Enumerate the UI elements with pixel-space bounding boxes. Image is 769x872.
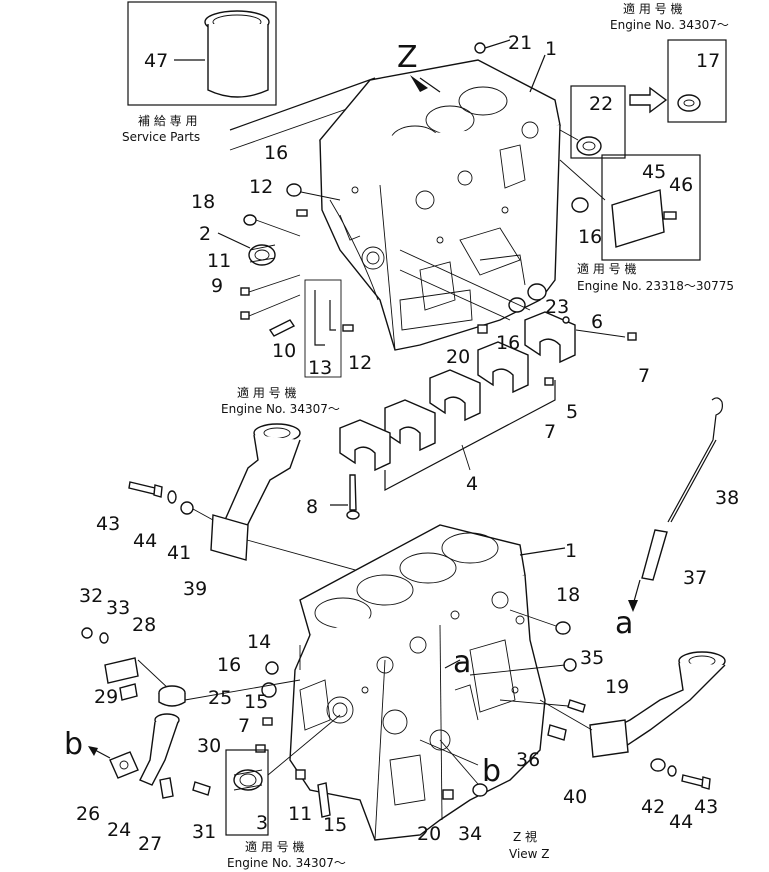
- part-number: 27: [138, 833, 162, 855]
- part-number: 17: [696, 50, 720, 72]
- part-number: 15: [244, 691, 268, 713]
- part-number: 19: [605, 676, 629, 698]
- engine-no-mid: Engine No. 34307～: [221, 402, 340, 416]
- part-number: 36: [516, 749, 540, 771]
- callout-b-left: b: [64, 727, 83, 762]
- part-number: 1: [545, 38, 557, 60]
- top-right-boxes: [559, 39, 727, 261]
- part-number: 14: [247, 631, 271, 653]
- part-number: 47: [144, 50, 168, 72]
- part-number: 44: [133, 530, 157, 552]
- part-number: 2: [199, 223, 211, 245]
- engine-no-range: Engine No. 23318～30775: [577, 279, 734, 293]
- part-number: 25: [208, 687, 232, 709]
- oil-filler-assembly: [81, 627, 301, 799]
- part-number: 7: [238, 715, 250, 737]
- part-number: 5: [566, 401, 578, 423]
- text-notes: 補 給 専 用 Service Parts 適 用 号 機 Engine No.…: [122, 1, 734, 870]
- bearing-caps: [330, 311, 637, 520]
- part-number: 12: [249, 176, 273, 198]
- part-number: 11: [207, 250, 231, 272]
- letter-callouts: Z a a b b: [64, 40, 633, 789]
- part-number: 11: [288, 803, 312, 825]
- part-number: 8: [306, 496, 318, 518]
- service-parts-en: Service Parts: [122, 130, 200, 144]
- part-number: 16: [217, 654, 241, 676]
- part-number: 42: [641, 796, 665, 818]
- part-number: 43: [96, 513, 120, 535]
- part-number: 7: [638, 365, 650, 387]
- part-number: 3: [256, 812, 268, 834]
- part-number: 20: [417, 823, 441, 845]
- part-number: 10: [272, 340, 296, 362]
- part-number: 13: [308, 357, 332, 379]
- oil-pipe-left: [128, 423, 501, 611]
- part-number: 26: [76, 803, 100, 825]
- part-number: 24: [107, 819, 131, 841]
- part-number: 7: [544, 421, 556, 443]
- part-number: 4: [466, 473, 478, 495]
- part-number: 9: [211, 275, 223, 297]
- part-number: 44: [669, 811, 693, 833]
- part-number: 18: [556, 584, 580, 606]
- part-number: 32: [79, 585, 103, 607]
- part-number: 46: [669, 174, 693, 196]
- part-number: 43: [694, 796, 718, 818]
- oil-pipe-right: [539, 651, 726, 790]
- part-number: 16: [264, 142, 288, 164]
- view-z-jp: Z 視: [513, 829, 537, 844]
- applic-jp-mid: 適 用 号 機: [237, 385, 296, 400]
- part-number: 20: [446, 346, 470, 368]
- part-number: 35: [580, 647, 604, 669]
- part-number: 18: [191, 191, 215, 213]
- service-parts-jp: 補 給 専 用: [138, 114, 197, 128]
- applic-jp-right: 適 用 号 機: [577, 261, 636, 276]
- engine-no-bottom: Engine No. 34307～: [227, 856, 346, 870]
- callout-a-center: a: [453, 645, 471, 680]
- part-number: 6: [591, 311, 603, 333]
- part-number: 33: [106, 597, 130, 619]
- lower-engine-block: [289, 524, 566, 841]
- part-number: 30: [197, 735, 221, 757]
- part-number: 1: [565, 540, 577, 562]
- part-number: 37: [683, 567, 707, 589]
- part-number: 21: [508, 32, 532, 54]
- applic-jp-top: 適 用 号 機: [623, 1, 682, 16]
- part-number: 39: [183, 578, 207, 600]
- part-number: 12: [348, 352, 372, 374]
- callout-b-right: b: [482, 754, 501, 789]
- part-number: 16: [578, 226, 602, 248]
- dipstick: [628, 397, 723, 612]
- part-number: 28: [132, 614, 156, 636]
- part-number: 40: [563, 786, 587, 808]
- part-number: 15: [323, 814, 347, 836]
- part-number: 38: [715, 487, 739, 509]
- part-number: 41: [167, 542, 191, 564]
- upper-engine-block: [319, 39, 561, 351]
- callout-a-right: a: [615, 606, 633, 641]
- part-number: 45: [642, 161, 666, 183]
- view-z-letter: Z: [397, 40, 418, 75]
- engine-no-top: Engine No. 34307～: [610, 18, 729, 32]
- upper-left-parts: [217, 183, 589, 378]
- part-number: 16: [496, 332, 520, 354]
- part-number: 31: [192, 821, 216, 843]
- view-z-en: View Z: [509, 847, 550, 861]
- applic-jp-bottom: 適 用 号 機: [245, 839, 304, 854]
- part-number: 23: [545, 296, 569, 318]
- lower-small-parts: [225, 609, 586, 836]
- part-number-labels: 47 21 1 22 17 45 46 16 12 18 2 11 9 16 2…: [76, 32, 739, 855]
- part-number: 22: [589, 93, 613, 115]
- part-number: 34: [458, 823, 482, 845]
- part-number: 29: [94, 686, 118, 708]
